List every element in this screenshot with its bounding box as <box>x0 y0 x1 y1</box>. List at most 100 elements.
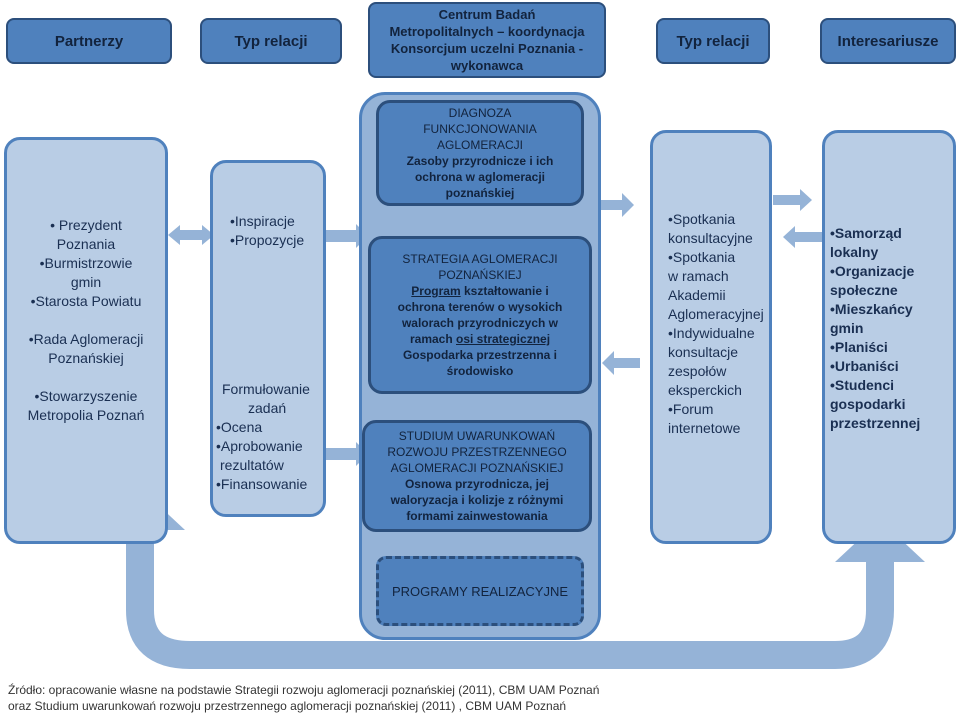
relation-left-top-list: •Inspiracje •Propozycje <box>230 212 304 250</box>
double-arrow-partners <box>168 225 214 245</box>
stakeholder-item: przestrzennej <box>830 415 921 431</box>
relation-left-item: •Inspiracje <box>230 213 295 229</box>
relation-right-item: konsultacyjne <box>668 230 753 246</box>
header-center-line: Metropolitalnych – koordynacja <box>389 24 585 39</box>
header-center-line: wykonawca <box>450 58 524 73</box>
partner-item: •Burmistrzowie <box>39 255 133 271</box>
relation-right-item: •Spotkania <box>668 249 736 265</box>
strategy-line: POZNAŃSKIEJ <box>438 268 522 282</box>
relation-left-item: •Aprobowanie <box>216 438 303 454</box>
program-word: Program <box>411 284 461 298</box>
header-center-line: Centrum Badań <box>438 7 536 22</box>
stakeholder-item: •Planiści <box>830 339 888 355</box>
header-stakeholders: Interesariusze <box>820 18 956 64</box>
partner-item: •Starosta Powiatu <box>30 293 142 309</box>
relation-left-item: Formułowanie <box>222 381 310 397</box>
stakeholder-item: •Organizacje <box>830 263 915 279</box>
relation-right-column <box>650 130 772 544</box>
relation-left-item: •Ocena <box>216 419 263 435</box>
strategy-line-bold: Gospodarka przestrzenna i <box>402 348 558 362</box>
relation-right-item: Akademii <box>668 287 726 303</box>
diagnosis-line-bold: poznańskiej <box>445 186 515 200</box>
strategy-line-bold: walorach przyrodniczych w <box>401 316 559 330</box>
arrow-to-center <box>324 224 368 248</box>
partner-item: •Rada Aglomeracji <box>28 331 144 347</box>
relation-right-item: •Spotkania <box>668 211 736 227</box>
stakeholder-item: gospodarki <box>830 396 906 412</box>
relation-right-item: eksperckich <box>668 382 742 398</box>
header-relation-right: Typ relacji <box>656 18 770 64</box>
source-line-1: Źródło: opracowanie własne na podstawie … <box>8 683 600 697</box>
stakeholder-item: •Studenci <box>830 377 895 393</box>
arrow-to-stakeholders <box>773 189 812 211</box>
diagnosis-line-bold: Zasoby przyrodnicze i ich <box>406 154 554 168</box>
partner-item: •Stowarzyszenie <box>34 388 138 404</box>
relation-right-item: zespołów <box>668 363 727 379</box>
stakeholders-column <box>822 130 956 544</box>
stakeholders-list: •Samorząd lokalny •Organizacje społeczne… <box>830 224 920 433</box>
diagnosis-line: FUNKCJONOWANIA <box>423 122 537 136</box>
partners-list: • Prezydent Poznania •Burmistrzowie gmin… <box>8 216 164 425</box>
study-line: ROZWOJU PRZESTRZENNEGO <box>387 445 567 459</box>
header-relation-right-label: Typ relacji <box>676 32 750 50</box>
stakeholder-item: •Mieszkańcy <box>830 301 913 317</box>
partner-item: Poznańskiej <box>48 350 124 366</box>
relation-left-bottom-list: Formułowanie zadań •Ocena •Aprobowanie r… <box>216 380 310 494</box>
stakeholder-item: •Urbaniści <box>830 358 899 374</box>
relation-right-item: •Indywidualne <box>668 325 755 341</box>
strategy-box: STRATEGIA AGLOMERACJI POZNAŃSKIEJ Progra… <box>368 236 592 394</box>
header-center-line: Konsorcjum uczelni Poznania - <box>390 41 584 56</box>
programs-label: PROGRAMY REALIZACYJNE <box>391 583 569 599</box>
programs-box: PROGRAMY REALIZACYJNE <box>376 556 584 626</box>
strategy-line: STRATEGIA AGLOMERACJI <box>402 252 558 266</box>
header-center: Centrum Badań Metropolitalnych – koordyn… <box>368 2 606 78</box>
relation-left-item: •Finansowanie <box>216 476 308 492</box>
arrow-from-center <box>597 193 634 217</box>
header-relation-left: Typ relacji <box>200 18 342 64</box>
osi-strategicznej: osi strategicznej <box>456 332 551 346</box>
arrow-to-center-bottom <box>324 442 368 466</box>
feedback-loop-arrow <box>126 525 894 669</box>
header-partners-label: Partnerzy <box>54 32 124 50</box>
diagnosis-box: DIAGNOZA FUNKCJONOWANIA AGLOMERACJI Zaso… <box>376 100 584 206</box>
header-partners: Partnerzy <box>6 18 172 64</box>
diagnosis-line-bold: ochrona w aglomeracji <box>414 170 546 184</box>
partner-item: gmin <box>70 274 102 290</box>
relation-right-item: •Forum <box>668 401 714 417</box>
relation-left-item: zadań <box>248 400 287 416</box>
relation-left-item: rezultatów <box>220 457 284 473</box>
arrow-to-center-right <box>602 351 640 375</box>
partner-item: Poznania <box>56 236 116 252</box>
relation-right-item: konsultacje <box>668 344 739 360</box>
strategy-line-bold: środowisko <box>446 364 514 378</box>
partners-column <box>4 137 168 544</box>
relation-left-column <box>210 160 326 517</box>
stakeholder-item: społeczne <box>830 282 898 298</box>
header-relation-left-label: Typ relacji <box>234 32 308 50</box>
stakeholder-item: lokalny <box>830 244 879 260</box>
source-line-2: oraz Studium uwarunkowań rozwoju przestr… <box>8 699 567 713</box>
stakeholder-item: gmin <box>830 320 864 336</box>
stakeholder-item: •Samorząd <box>830 225 902 241</box>
relation-right-item: internetowe <box>668 420 741 436</box>
source-note: Źródło: opracowanie własne na podstawie … <box>8 682 948 714</box>
diagnosis-line: AGLOMERACJI <box>436 138 523 152</box>
study-line: STUDIUM UWARUNKOWAŃ <box>398 429 556 443</box>
relation-right-list: •Spotkania konsultacyjne •Spotkania w ra… <box>668 210 764 438</box>
header-stakeholders-label: Interesariusze <box>837 32 939 50</box>
study-line-bold: waloryzacja i kolizje z różnymi <box>390 493 564 507</box>
arrow-from-stakeholders <box>783 226 822 248</box>
diagnosis-line: DIAGNOZA <box>448 106 512 120</box>
relation-right-item: Aglomeracyjnej <box>668 306 764 322</box>
study-line-bold: Osnowa przyrodnicza, jej <box>404 477 550 491</box>
study-box: STUDIUM UWARUNKOWAŃ ROZWOJU PRZESTRZENNE… <box>362 420 592 532</box>
study-line-bold: formami zainwestowania <box>406 509 548 523</box>
relation-right-item: w ramach <box>668 268 729 284</box>
study-line: AGLOMERACJI POZNAŃSKIEJ <box>390 461 564 475</box>
partner-item: Metropolia Poznań <box>27 407 145 423</box>
relation-left-item: •Propozycje <box>230 232 305 248</box>
partner-item: • Prezydent <box>50 217 122 233</box>
strategy-program-rest: kształtowanie i <box>460 284 549 298</box>
strategy-line-bold: ochrona terenów o wysokich <box>397 300 563 314</box>
ramach-prefix: ramach <box>409 332 456 346</box>
